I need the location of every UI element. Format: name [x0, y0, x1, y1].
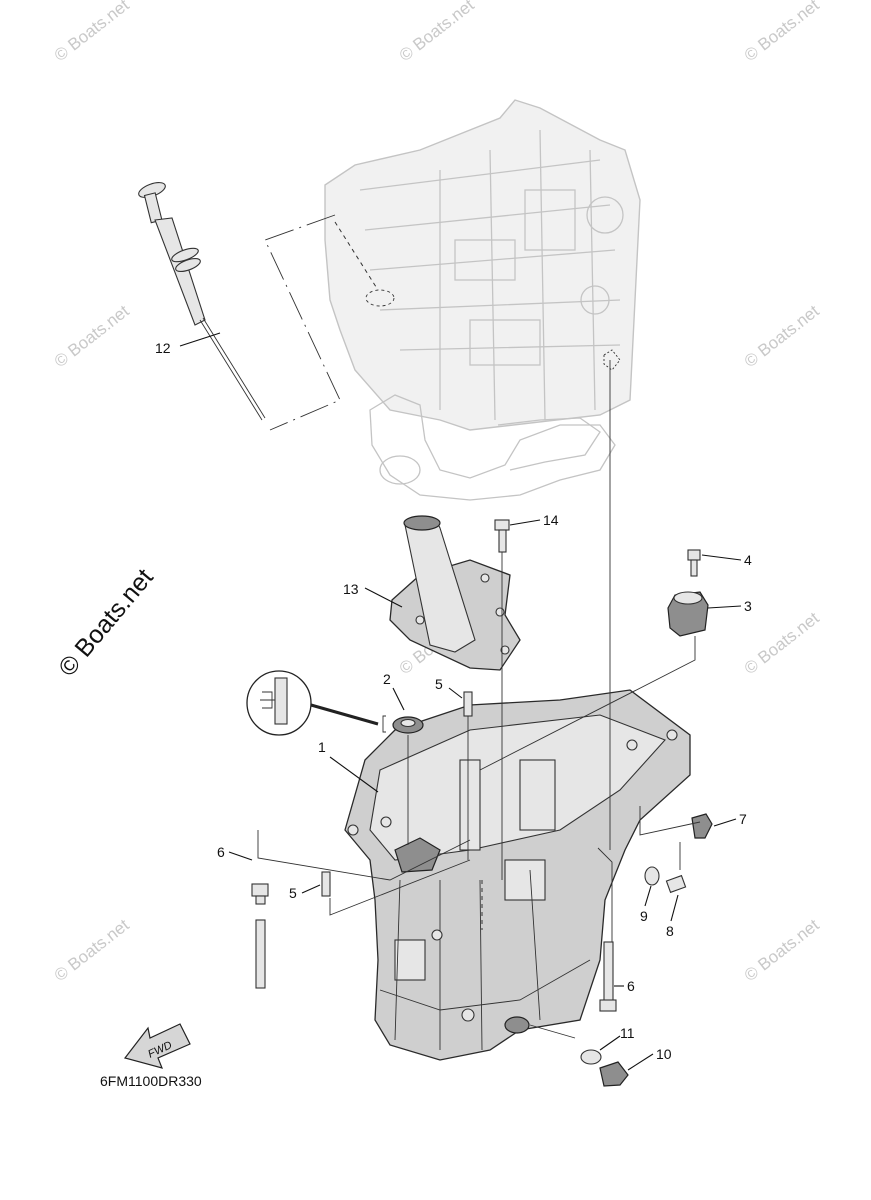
watermark-text: © Boats.net: [51, 301, 133, 371]
callout-label: 11: [620, 1025, 635, 1041]
drain-bolt: [599, 1061, 629, 1087]
watermark-text: © Boats.net: [741, 608, 823, 678]
callout-label: 1: [318, 739, 326, 755]
callout-label: 12: [155, 340, 171, 356]
bolt-4: [687, 549, 701, 577]
callout-label: 3: [744, 598, 752, 614]
oil-pan: [344, 689, 691, 1061]
dipstick: [138, 182, 266, 421]
bolt-14: [494, 519, 510, 553]
washer-9: [644, 866, 660, 886]
bolt-6-left: [251, 883, 269, 989]
watermark-text: © Boats.net: [396, 0, 478, 65]
engine-block-ghost: [324, 99, 641, 501]
callout-label: 5: [435, 676, 443, 692]
callout-label: 2: [383, 671, 391, 687]
callout-labels: 1 2 3 4 5 5 6 6 7 8 9 10 11 12 13 14: [155, 340, 752, 1062]
drawing-code: 6FM1100DR330: [100, 1073, 202, 1089]
callout-label: 6: [217, 844, 225, 860]
watermark-text: © Boats.net: [741, 0, 823, 65]
seal-detail-inset: [246, 670, 386, 736]
filter-cap: [667, 591, 709, 637]
watermark-text: © Boats.net: [741, 915, 823, 985]
dowel-pin: [463, 691, 473, 717]
fwd-arrow: FWD: [123, 1023, 191, 1069]
callout-label: 8: [666, 923, 674, 939]
dowel-pin: [321, 871, 331, 897]
watermark-text: © Boats.net: [741, 301, 823, 371]
callout-label: 7: [739, 811, 747, 827]
callout-label: 9: [640, 908, 648, 924]
bolt-6-right: [599, 941, 617, 1012]
oil-seal: [392, 716, 424, 734]
oil-strainer: [389, 515, 521, 671]
callout-label: 10: [656, 1046, 672, 1062]
bolt-8: [665, 874, 687, 894]
callout-label: 6: [627, 978, 635, 994]
callout-label: 13: [343, 581, 359, 597]
callout-label: 14: [543, 512, 559, 528]
callout-label: 5: [289, 885, 297, 901]
callout-label: 4: [744, 552, 752, 568]
plug-7: [691, 813, 713, 839]
reference-lines: [257, 360, 701, 1039]
watermark-text: © Boats.net: [51, 915, 133, 985]
watermark-main: © Boats.net: [53, 563, 159, 681]
watermark-text: © Boats.net: [51, 0, 133, 65]
leader-lines: [179, 332, 742, 1071]
dipstick-bracket: [264, 214, 341, 431]
gasket-11: [580, 1049, 602, 1065]
